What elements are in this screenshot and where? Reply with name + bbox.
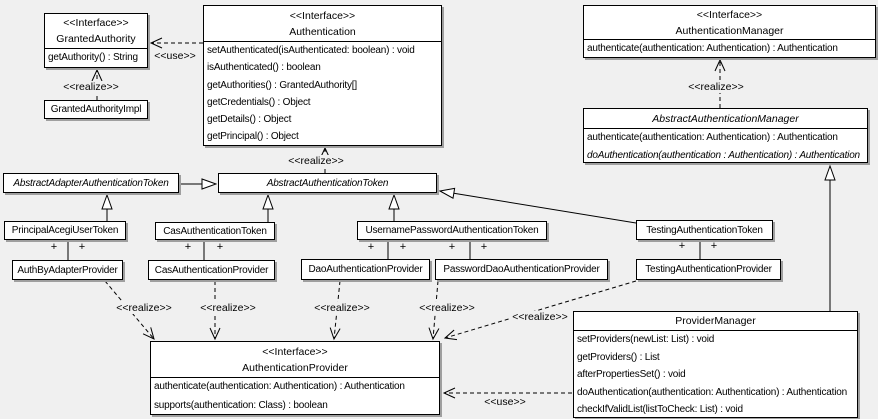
stereotype-label: <<Interface>> [289,9,356,22]
edge-label-realize: <<realize>> [61,81,121,93]
method: getCredentials() : Object [207,96,311,108]
class-name: DaoAuthenticationProvider [308,264,423,275]
class-name: UsernamePasswordAuthenticationToken [365,225,539,236]
class-authentication-provider[interactable]: <<Interface>> AuthenticationProvider aut… [150,341,440,415]
method-abstract: doAuthentication(authentication : Authen… [587,149,860,161]
association-end-plus: + [678,240,686,252]
association-end-plus: + [78,241,86,253]
edge-label-realize: <<realize>> [686,81,746,93]
method: getDetails() : Object [207,114,292,126]
method: getProviders() : List [577,351,660,363]
class-name: AbstractAuthenticationToken [266,177,389,189]
class-authentication-manager[interactable]: <<Interface>> AuthenticationManager auth… [583,5,876,58]
class-authentication[interactable]: <<Interface>> Authentication setAuthenti… [203,5,442,146]
class-name: PrincipalAcegiUserToken [11,225,119,236]
class-header: AbstractAuthenticationManager [584,109,867,129]
class-dao-authentication-provider[interactable]: DaoAuthenticationProvider [301,259,430,280]
class-name: TestingAuthenticationToken [646,224,763,236]
association-end-plus: + [448,241,456,253]
method: setProviders(newList: List) : void [577,334,715,345]
edge-label-use: <<use>> [152,50,198,62]
class-auth-by-adapter-provider[interactable]: AuthByAdapterProvider [12,260,123,280]
class-name: AuthenticationProvider [242,361,348,374]
edge-gen-testingtoken-abstracttoken [440,191,637,224]
class-name: AbstractAuthenticationManager [652,112,799,125]
class-name: GrantedAuthority [56,33,136,45]
class-name: CasAuthenticationProvider [154,264,269,276]
association-end-plus: + [480,241,488,253]
class-name: Authentication [289,25,356,38]
class-username-password-authentication-token[interactable]: UsernamePasswordAuthenticationToken [357,221,547,240]
edge-label-realize: <<realize>> [198,302,258,314]
edge-label-use: <<use>> [482,396,528,408]
class-name: AuthByAdapterProvider [17,264,118,276]
association-end-plus: + [50,241,58,253]
class-name: AuthenticationManager [675,24,784,37]
class-cas-authentication-provider[interactable]: CasAuthenticationProvider [148,260,275,280]
method: authenticate(authentication: Authenticat… [154,381,405,392]
class-name: PasswordDaoAuthenticationProvider [443,264,600,275]
method: authenticate(authentication: Authenticat… [587,132,838,143]
method: getAuthorities() : GrantedAuthority[] [207,79,357,91]
class-header: <<Interface>> AuthenticationManager [584,6,875,40]
edge-label-realize: <<realize>> [312,302,372,314]
class-password-dao-authentication-provider[interactable]: PasswordDaoAuthenticationProvider [435,259,608,280]
class-abstract-adapter-authentication-token[interactable]: AbstractAdapterAuthenticationToken [3,173,179,193]
association-end-plus: + [367,241,375,253]
class-header: <<Interface>> Authentication [204,6,441,42]
method: supports(authentication: Class) : boolea… [154,399,328,411]
class-name: TestingAuthenticationProvider [645,264,772,275]
class-abstract-authentication-manager[interactable]: AbstractAuthenticationManager authentica… [583,108,868,163]
stereotype-label: <<Interface>> [63,17,129,29]
class-testing-authentication-provider[interactable]: TestingAuthenticationProvider [636,259,781,280]
method: doAuthentication(authentication: Authent… [577,386,847,398]
method: checkIfValidList(listToCheck: List) : vo… [577,404,743,415]
stereotype-label: <<Interface>> [696,8,763,21]
edge-label-realize: <<realize>> [114,302,174,314]
method: isAuthenticated() : boolean [207,62,321,74]
class-abstract-authentication-token[interactable]: AbstractAuthenticationToken [218,173,437,193]
class-principal-acegi-user-token[interactable]: PrincipalAcegiUserToken [4,221,126,240]
method: setAuthenticated(isAuthenticated: boolea… [207,45,415,56]
class-provider-manager[interactable]: ProviderManager setProviders(newList: Li… [573,311,858,418]
class-header: <<Interface>> AuthenticationProvider [151,342,439,378]
edge-label-realize: <<realize>> [510,311,570,323]
class-granted-authority[interactable]: <<Interface>> GrantedAuthority getAuthor… [44,13,148,68]
stereotype-label: <<Interface>> [262,345,328,358]
association-end-plus: + [399,241,407,253]
edge-label-realize: <<realize>> [417,302,477,314]
association-end-plus: + [710,240,718,252]
method: afterPropertiesSet() : void [577,369,686,380]
class-testing-authentication-token[interactable]: TestingAuthenticationToken [636,220,773,240]
class-name: ProviderManager [675,315,756,327]
method: authenticate(authentication: Authenticat… [587,43,838,54]
class-name: AbstractAdapterAuthenticationToken [13,177,169,189]
method: getPrincipal() : Object [207,131,299,143]
class-name: CasAuthenticationToken [163,225,267,237]
association-end-plus: + [216,241,224,253]
class-header: <<Interface>> GrantedAuthority [45,14,147,49]
class-name: GrantedAuthorityImpl [50,104,142,115]
edge-label-realize: <<realize>> [286,155,346,167]
association-end-plus: + [184,241,192,253]
class-cas-authentication-token[interactable]: CasAuthenticationToken [155,222,275,240]
method: getAuthority() : String [48,52,138,63]
class-header: ProviderManager [574,312,857,331]
class-granted-authority-impl[interactable]: GrantedAuthorityImpl [44,100,148,119]
